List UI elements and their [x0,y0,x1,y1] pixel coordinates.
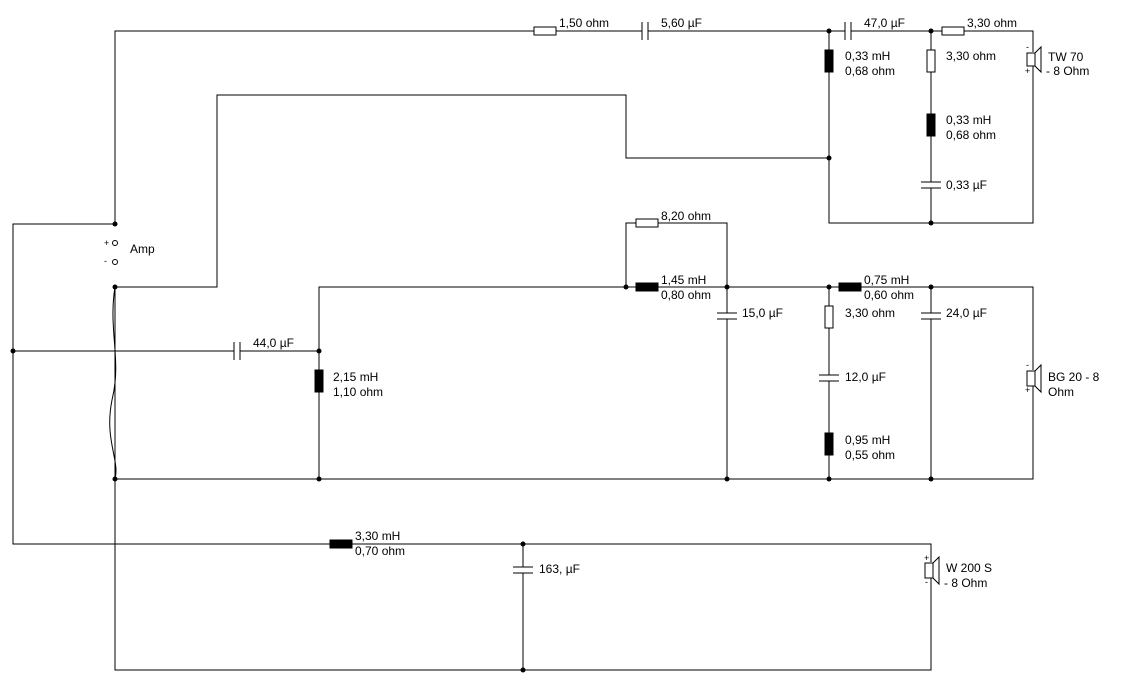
junction-dot [826,28,832,34]
midrange-shunt-inductor [314,369,324,393]
woofer-series-inductor-label-2: 0,70 ohm [355,544,405,558]
midrange-input-capacitor-label: 44,0 µF [253,336,294,350]
midrange-name-line-1: BG 20 - 8 [1048,370,1100,384]
woofer-series-inductor [329,539,353,549]
tweeter-notch-capacitor-label: 0,33 µF [946,178,987,192]
midrange-series-inductor-1-label-1: 1,45 mH [661,273,706,287]
left-bus-wire [12,223,330,545]
junction-dot [826,155,832,161]
junction-dot [520,541,526,547]
tweeter-notch-inductor-label-2: 0,68 ohm [946,128,996,142]
tweeter-series-capacitor-2-label: 47,0 µF [864,16,905,30]
amp-plus-sign: + [104,238,109,248]
tweeter-series-capacitor-1-label: 5,60 µF [661,16,702,30]
junction-dot [928,476,934,482]
midrange-bypass-resistor-label: 8,20 ohm [661,209,711,223]
junction-dot [724,284,730,290]
midrange-notch-inductor [824,432,834,456]
wire-crossing [109,286,117,480]
midrange-series-inductor-2-label-2: 0,60 ohm [864,288,914,302]
tweeter-series-resistor [533,26,557,36]
wires [12,30,1034,671]
tweeter-feed-wire [114,30,534,224]
junction-dot [928,284,934,290]
tweeter-shunt-inductor-label-2: 0,68 ohm [845,64,895,78]
midrange-shunt-capacitor-2-label: 24,0 µF [946,306,987,320]
midrange-notch-capacitor-label: 12,0 µF [845,370,886,384]
midrange-shunt-capacitor-2 [920,312,942,320]
midrange-minus-sign: - [1026,360,1029,370]
midrange-series-inductor-2-label-1: 0,75 mH [864,273,909,287]
midrange-notch-resistor [824,305,834,329]
midrange-series-inductor-2 [838,282,862,292]
junction-dot [928,28,934,34]
tweeter-attenuator-resistor [941,26,965,36]
midrange-notch-inductor-label-1: 0,95 mH [845,433,890,447]
junction-dots [10,28,934,673]
amp-terminals: + - Amp [104,238,155,266]
midrange-notch-capacitor [818,374,840,382]
tweeter-return-wire [115,94,829,288]
midrange-rail-wire [318,286,636,351]
amp-label: Amp [130,242,155,256]
junction-dot [316,348,322,354]
tweeter-attenuator-resistor-label: 3,30 ohm [967,16,1017,30]
woofer-feed-wire [352,543,932,562]
tweeter-notch-inductor-label-1: 0,33 mH [946,113,991,127]
amp-plus-terminal [112,240,118,246]
woofer-name-line-1: W 200 S [946,561,992,575]
woofer-speaker-icon [924,555,940,586]
midrange-notch-inductor-label-2: 0,55 ohm [845,448,895,462]
junction-dot [826,476,832,482]
junction-dot [520,667,526,673]
midrange-series-inductor-1-label-2: 0,80 ohm [661,288,711,302]
woofer-plus-sign: + [924,553,929,563]
woofer-shunt-capacitor-label: 163, µF [539,562,580,576]
tweeter-notch-resistor [926,49,936,73]
junction-dot [928,220,934,226]
tweeter-series-capacitor-1 [641,22,649,40]
midrange-section: 44,0 µF 2,15 mH 1,10 ohm 8,20 ohm 1,45 m… [233,209,1100,462]
tweeter-name-line-1: TW 70 [1048,50,1084,64]
junction-dot [316,476,322,482]
midrange-shunt-inductor-label-1: 2,15 mH [333,370,378,384]
woofer-minus-sign: - [925,577,928,587]
tweeter-section: 1,50 ohm 5,60 µF 47,0 µF 3,30 ohm 0,33 m… [533,16,1089,192]
tweeter-shunt-inductor [824,49,834,73]
midrange-speaker-icon [1026,363,1042,394]
midrange-name-line-2: Ohm [1048,385,1074,399]
junction-dot [10,348,16,354]
tweeter-name-line-2: - 8 Ohm [1046,64,1089,78]
woofer-shunt-capacitor [512,566,534,574]
tweeter-speaker-icon [1026,45,1042,74]
junction-dot [112,221,118,227]
tweeter-notch-capacitor [920,181,942,189]
midrange-shunt-inductor-label-2: 1,10 ohm [333,385,383,399]
midrange-shunt-capacitor-1 [716,312,738,320]
junction-dot [826,284,832,290]
tweeter-series-capacitor-2 [844,22,852,40]
midrange-series-inductor-1 [635,282,659,292]
tweeter-shunt-inductor-label-1: 0,33 mH [845,49,890,63]
tweeter-series-resistor-label: 1,50 ohm [559,16,609,30]
midrange-notch-resistor-label: 3,30 ohm [845,306,895,320]
tweeter-notch-inductor [926,113,936,137]
tweeter-minus-sign: - [1026,42,1029,52]
woofer-section: 3,30 mH 0,70 ohm 163, µF + - W 200 S - 8… [329,529,992,590]
woofer-series-inductor-label-1: 3,30 mH [355,529,400,543]
amp-minus-terminal [112,259,118,265]
junction-dot [724,476,730,482]
tweeter-notch-resistor-label: 3,30 ohm [946,49,996,63]
midrange-shunt-capacitor-1-label: 15,0 µF [742,306,783,320]
amp-minus-sign: - [104,256,107,266]
midrange-plus-sign: + [1025,385,1030,395]
midrange-input-capacitor [233,342,241,360]
woofer-name-line-2: - 8 Ohm [944,576,987,590]
junction-dot [112,476,118,482]
tweeter-plus-sign: + [1025,66,1030,76]
junction-dot [112,284,118,290]
junction-dot [623,284,629,290]
midrange-bypass-resistor [635,218,659,228]
